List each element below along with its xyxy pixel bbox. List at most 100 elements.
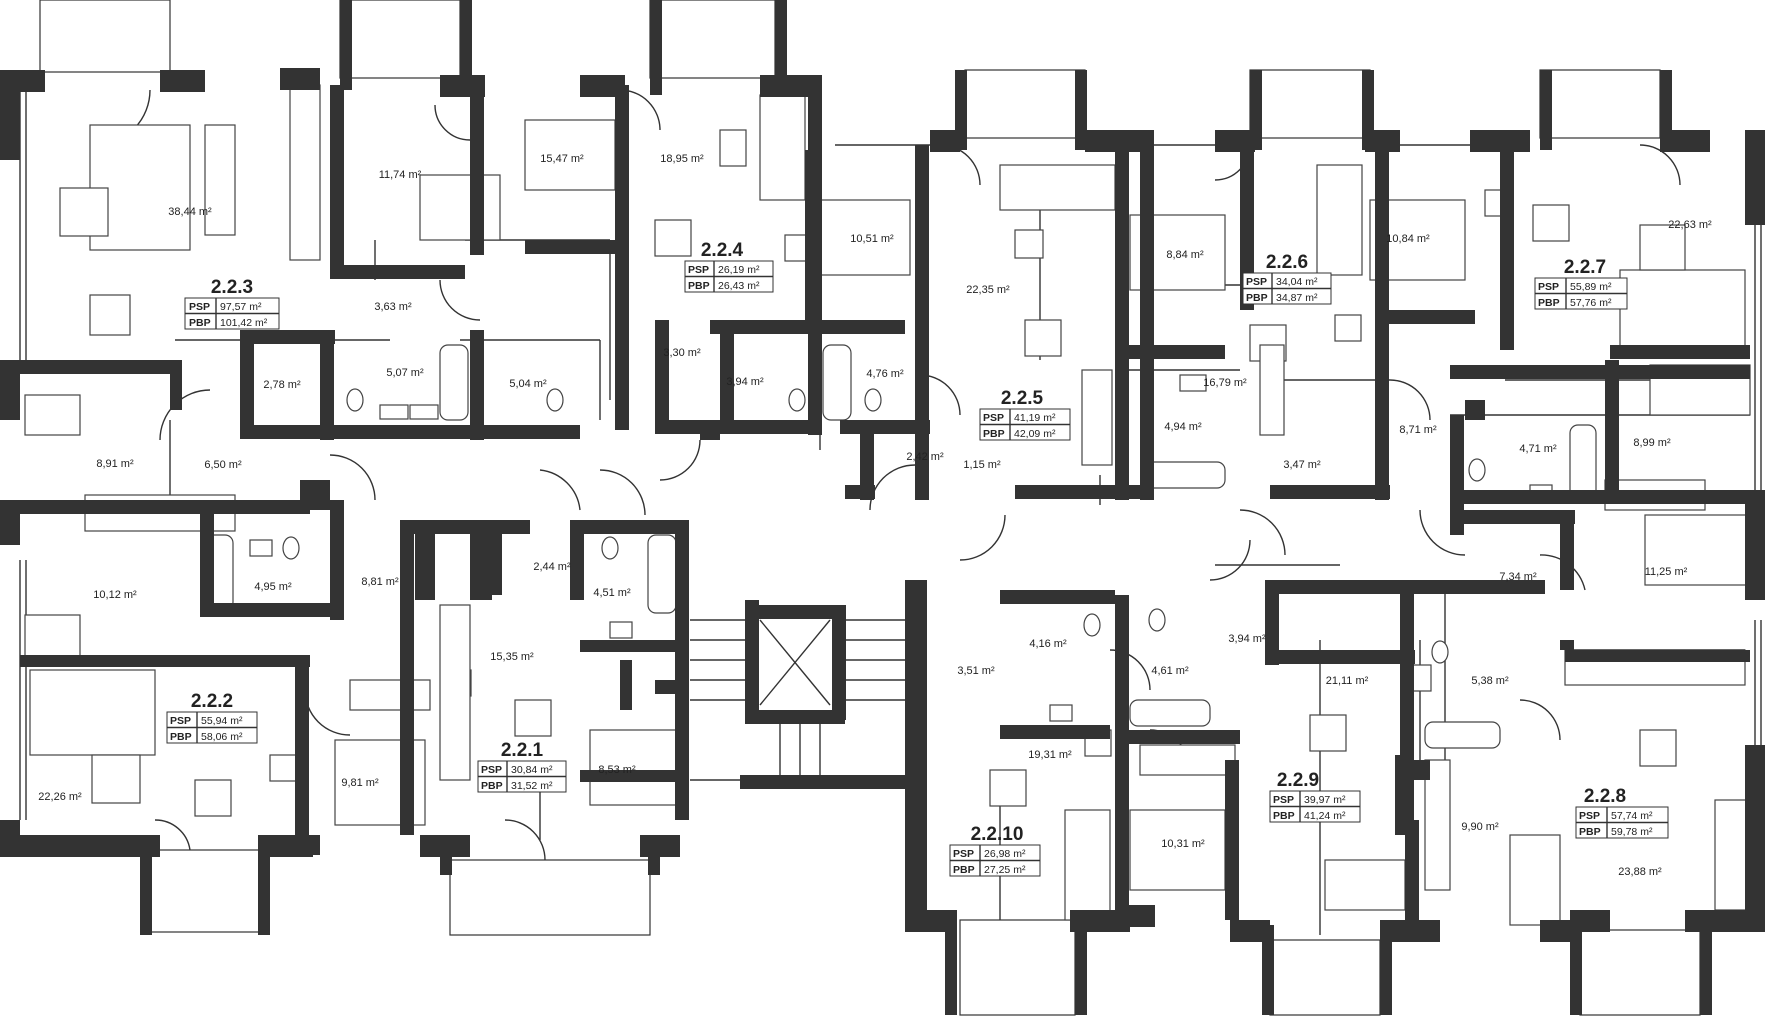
room-area: 10,12 m² xyxy=(93,589,137,601)
pbp-value: 41,24 m² xyxy=(1304,810,1346,822)
apartment-number: 2.2.9 xyxy=(1277,770,1319,791)
room-area: 5,04 m² xyxy=(509,378,547,390)
room-area: 11,25 m² xyxy=(1645,566,1688,578)
psp-value: 26,98 m² xyxy=(984,848,1026,860)
room-area: 4,94 m² xyxy=(1164,421,1202,433)
bed xyxy=(24,614,81,661)
apartment-tag: 2.2.7 PSP 55,89 m² PBP 57,76 m² xyxy=(1534,257,1628,310)
bed xyxy=(1644,514,1751,586)
bed xyxy=(589,729,681,806)
room-area: 7,34 m² xyxy=(1499,571,1537,583)
room-area: 4,76 m² xyxy=(866,368,904,380)
psp-label: PSP xyxy=(688,264,709,276)
balcony xyxy=(449,859,651,936)
psp-label: PSP xyxy=(983,412,1004,424)
sofa xyxy=(29,669,156,756)
sink xyxy=(1179,374,1207,392)
bathtub xyxy=(647,534,677,614)
sofa xyxy=(759,94,806,201)
toilet xyxy=(788,388,806,412)
room-area: 8,99 m² xyxy=(1633,437,1671,449)
stove xyxy=(1334,314,1362,342)
fixtures xyxy=(204,84,1746,782)
room-area: 3,63 m² xyxy=(374,301,412,313)
apartment-tag: 2.2.8 PSP 57,74 m² PBP 59,78 m² xyxy=(1575,786,1669,839)
toilet xyxy=(864,388,882,412)
pbp-label: PBP xyxy=(1273,810,1295,822)
wardrobe xyxy=(1139,744,1236,776)
balcony xyxy=(1269,939,1381,1016)
wardrobe xyxy=(1259,344,1285,436)
bed xyxy=(24,394,81,436)
bathtub xyxy=(439,344,469,421)
toilet xyxy=(1148,608,1166,632)
desk xyxy=(204,124,236,236)
room-area: 8,53 m² xyxy=(598,764,636,776)
psp-value: 34,04 m² xyxy=(1276,276,1318,288)
psp-value: 26,19 m² xyxy=(718,264,760,276)
room-area: 2,42 m² xyxy=(906,451,944,463)
balcony xyxy=(39,0,171,73)
pbp-label: PBP xyxy=(688,280,710,292)
psp-value: 55,89 m² xyxy=(1570,281,1612,293)
balcony xyxy=(649,0,776,79)
sofa xyxy=(999,164,1116,211)
desk xyxy=(1014,229,1044,259)
balcony xyxy=(1579,929,1701,1016)
room-area: 4,61 m² xyxy=(1151,665,1189,677)
apartment-tag: 2.2.3 PSP 97,57 m² PBP 101,42 m² xyxy=(184,277,280,330)
balcony xyxy=(1249,69,1371,139)
room-area: 3,30 m² xyxy=(663,347,701,359)
balcony xyxy=(1539,69,1661,139)
pbp-label: PBP xyxy=(1538,297,1560,309)
apartment-number: 2.2.4 xyxy=(701,240,744,261)
pbp-label: PBP xyxy=(170,731,192,743)
room-area: 1,15 m² xyxy=(963,459,1001,471)
apartment-tag: 2.2.10 PSP 26,98 m² PBP 27,25 m² xyxy=(949,824,1041,877)
apartment-tag: 2.2.9 PSP 39,97 m² PBP 41,24 m² xyxy=(1269,770,1361,823)
pbp-label: PBP xyxy=(983,428,1005,440)
kitchen-counter xyxy=(1081,369,1113,466)
psp-label: PSP xyxy=(1579,810,1600,822)
psp-label: PSP xyxy=(953,848,974,860)
sink xyxy=(409,404,439,420)
psp-value: 57,74 m² xyxy=(1611,810,1653,822)
desk xyxy=(1639,224,1686,271)
sink xyxy=(379,404,409,420)
psp-label: PSP xyxy=(1273,794,1294,806)
room-area: 23,88 m² xyxy=(1618,866,1662,878)
desk xyxy=(719,129,747,167)
psp-label: PSP xyxy=(1246,276,1267,288)
room-area: 10,51 m² xyxy=(850,233,894,245)
pbp-value: 27,25 m² xyxy=(984,864,1026,876)
room-area: 4,16 m² xyxy=(1029,638,1067,650)
sofa xyxy=(1316,164,1363,276)
psp-value: 41,19 m² xyxy=(1014,412,1056,424)
apartment-tags: 2.2.3 PSP 97,57 m² PBP 101,42 m² 2.2.4 P… xyxy=(166,240,1669,877)
room-area: 3,47 m² xyxy=(1283,459,1321,471)
room-labels: 38,44 m² 11,74 m² 15,47 m² 18,95 m² 10,5… xyxy=(38,153,1712,878)
dining-table xyxy=(89,204,1677,817)
room-area: 8,91 m² xyxy=(96,458,134,470)
bathtub xyxy=(822,344,852,421)
room-area: 6,50 m² xyxy=(204,459,242,471)
room-area: 2,78 m² xyxy=(263,379,301,391)
room-area: 3,94 m² xyxy=(726,376,764,388)
armchair xyxy=(59,187,109,237)
sofa xyxy=(1714,799,1751,911)
toilet xyxy=(601,536,619,560)
psp-value: 39,97 m² xyxy=(1304,794,1346,806)
room-area: 16,79 m² xyxy=(1203,377,1247,389)
psp-value: 55,94 m² xyxy=(201,715,243,727)
psp-label: PSP xyxy=(481,764,502,776)
toilet xyxy=(1431,640,1449,664)
kitchen-counter xyxy=(439,604,471,781)
psp-label: PSP xyxy=(1538,281,1559,293)
apartment-number: 2.2.1 xyxy=(501,740,544,761)
apartment-tag: 2.2.2 PSP 55,94 m² PBP 58,06 m² xyxy=(166,691,258,744)
room-area: 9,81 m² xyxy=(341,777,379,789)
sink xyxy=(609,621,633,639)
pbp-value: 59,78 m² xyxy=(1611,826,1653,838)
room-area: 10,31 m² xyxy=(1161,838,1205,850)
